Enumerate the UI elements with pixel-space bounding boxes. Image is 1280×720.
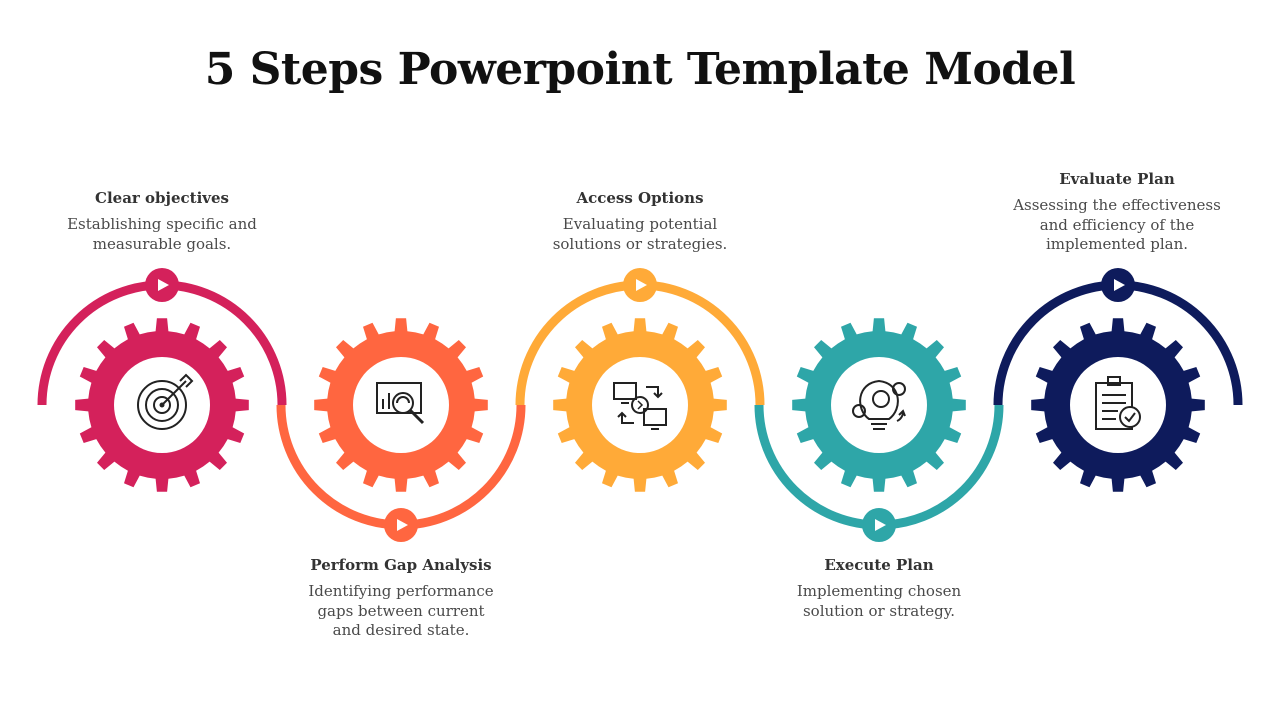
step-2-play-marker xyxy=(384,508,418,542)
play-icon xyxy=(636,279,647,291)
step-1-text: Clear objectives Establishing specific a… xyxy=(42,189,282,254)
step-3-title: Access Options xyxy=(576,189,704,207)
target-icon xyxy=(137,373,194,430)
step-1-play-marker xyxy=(145,268,179,302)
step-1-title: Clear objectives xyxy=(95,189,229,207)
step-2-gear-center xyxy=(353,357,449,453)
page-title: 5 Steps Powerpoint Template Model xyxy=(204,44,1076,95)
step-4-description: Implementing chosen solution or strategy… xyxy=(796,582,962,620)
step-2-title: Perform Gap Analysis xyxy=(310,556,492,574)
lightbulb-gear-icon xyxy=(852,379,906,430)
step-3-description: Evaluating potential solutions or strate… xyxy=(552,215,728,253)
step-3-text: Access Options Evaluating potential solu… xyxy=(520,189,760,254)
step-5-description: Assessing the effectiveness and efficien… xyxy=(1013,196,1221,253)
step-4-text: Execute Plan Implementing chosen solutio… xyxy=(759,556,999,621)
checklist-icon xyxy=(1095,376,1141,430)
step-1-description: Establishing specific and measurable goa… xyxy=(67,215,257,253)
play-icon xyxy=(158,279,169,291)
play-icon xyxy=(1114,279,1125,291)
gap-analysis-icon xyxy=(376,382,425,425)
step-3-gear-center xyxy=(592,357,688,453)
step-2-description: Identifying performance gaps between cur… xyxy=(308,582,494,639)
step-5-play-marker xyxy=(1101,268,1135,302)
play-icon xyxy=(875,519,886,531)
step-5-text: Evaluate Plan Assessing the effectivenes… xyxy=(997,170,1237,255)
step-3-play-marker xyxy=(623,268,657,302)
step-5-title: Evaluate Plan xyxy=(1059,170,1175,188)
step-4-gear-center xyxy=(831,357,927,453)
options-exchange-icon xyxy=(613,382,667,430)
step-4-title: Execute Plan xyxy=(824,556,934,574)
play-icon xyxy=(397,519,408,531)
step-4-play-marker xyxy=(862,508,896,542)
step-5-gear-center xyxy=(1070,357,1166,453)
step-2-text: Perform Gap Analysis Identifying perform… xyxy=(281,556,521,641)
